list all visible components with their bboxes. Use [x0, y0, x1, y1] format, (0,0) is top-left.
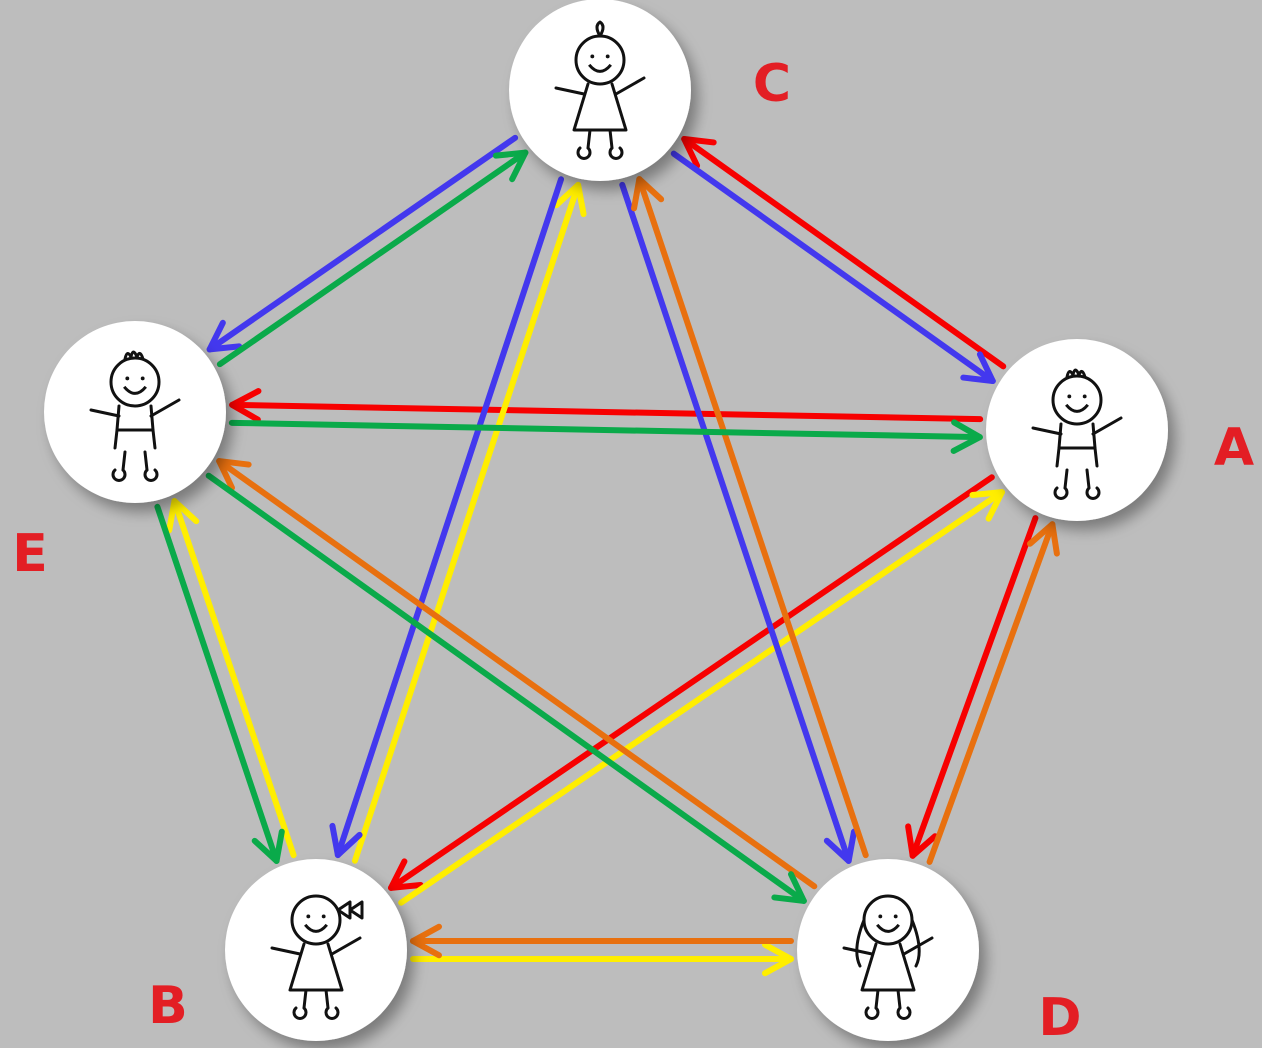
node-label-b: B	[148, 976, 188, 1036]
edge-b-to-a	[398, 489, 1005, 906]
edge-b-to-c	[351, 181, 587, 864]
edge-b-to-e	[166, 498, 297, 859]
node-e	[44, 321, 226, 503]
edge-c-to-b	[329, 176, 565, 859]
node-label-c: C	[752, 54, 792, 114]
girl-with-bow-icon	[270, 894, 364, 1020]
girl-in-dress-icon	[554, 20, 646, 160]
edge-c-to-d	[619, 181, 857, 864]
boy-kicking-icon	[1031, 368, 1123, 500]
edge-c-to-a	[670, 150, 996, 385]
node-label-d: D	[1038, 988, 1082, 1048]
node-c	[509, 0, 691, 181]
edge-d-to-b	[410, 923, 794, 959]
edge-d-to-e	[216, 458, 818, 890]
edge-d-to-c	[631, 176, 869, 859]
edge-a-to-d	[905, 515, 1039, 859]
edge-d-to-a	[926, 521, 1060, 865]
edge-e-to-a	[228, 419, 983, 454]
girl-long-hair-icon	[842, 894, 934, 1020]
edge-a-to-c	[681, 135, 1007, 370]
node-label-e: E	[12, 524, 48, 584]
edge-e-to-d	[205, 472, 807, 904]
edge-e-to-c	[216, 149, 529, 368]
edge-e-to-b	[154, 503, 285, 864]
edge-b-to-d	[410, 941, 794, 977]
node-a	[986, 339, 1168, 521]
node-label-a: A	[1213, 418, 1255, 478]
node-d	[797, 859, 979, 1041]
edge-a-to-e	[229, 388, 984, 423]
boy-waving-icon	[89, 350, 181, 482]
edge-c-to-e	[206, 134, 519, 353]
node-b	[225, 859, 407, 1041]
edge-a-to-b	[388, 474, 995, 891]
